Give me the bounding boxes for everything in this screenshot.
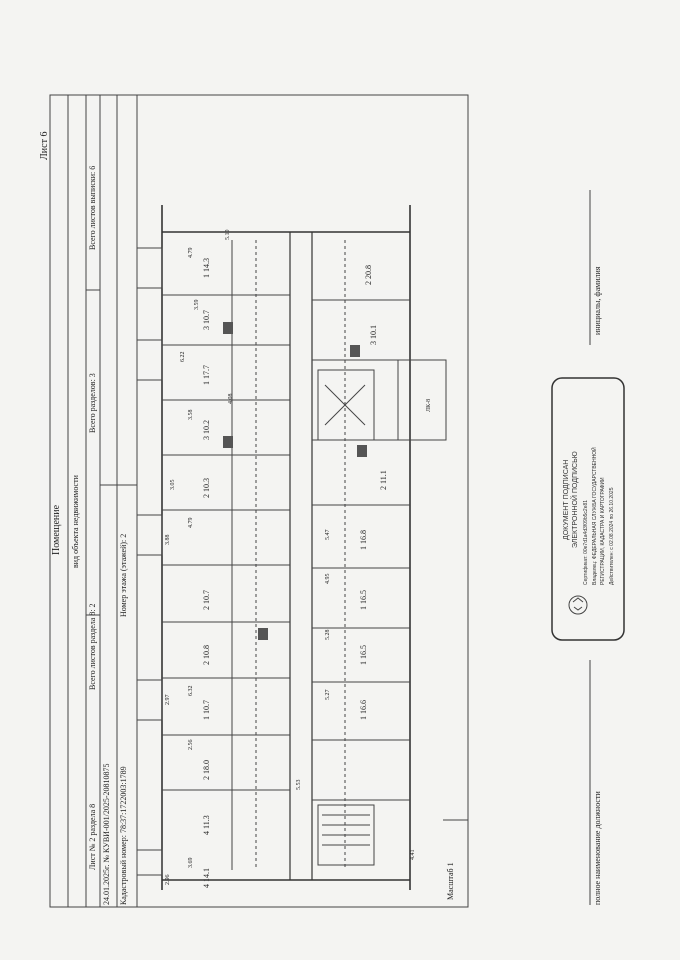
footer-signature-label: инициалы, фамилия (593, 266, 602, 335)
footer-position-label: полное наименование должности (593, 791, 602, 905)
